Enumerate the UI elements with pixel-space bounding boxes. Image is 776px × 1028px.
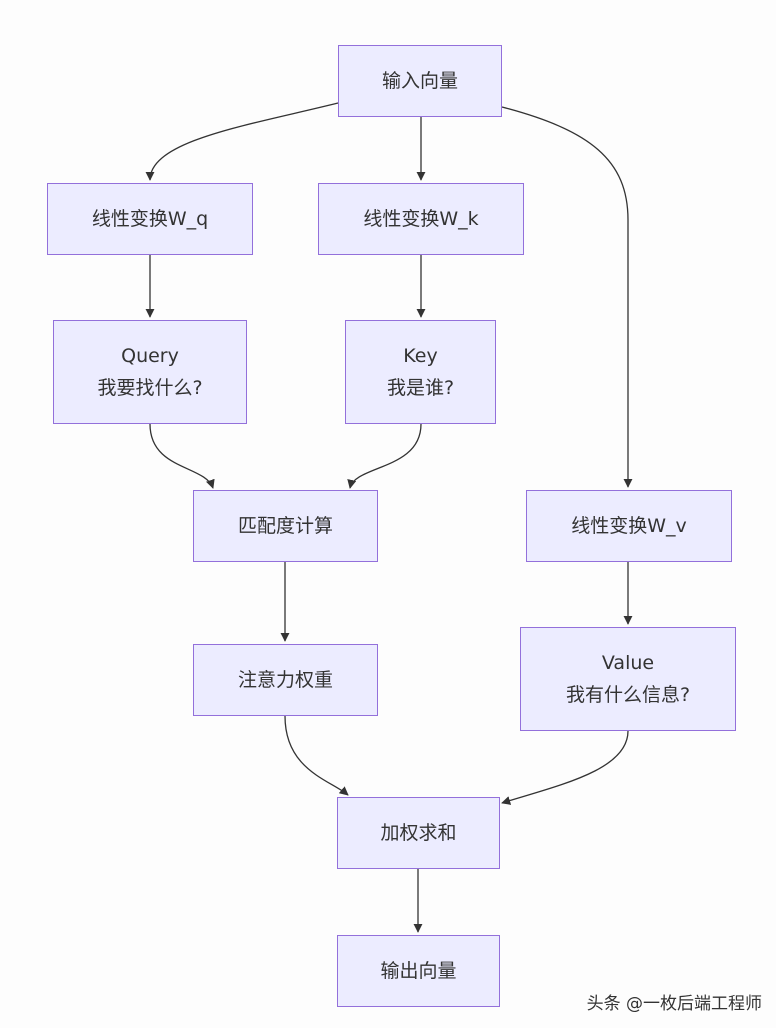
node-label: 输出向量 [380, 960, 457, 982]
node-label: Value [601, 652, 655, 674]
node-linear-transform-wk: 线性变换W_k [318, 183, 524, 255]
edge-value-sum [501, 730, 629, 805]
node-label: 线性变换W_k [363, 208, 479, 230]
node-weighted-sum: 加权求和 [337, 797, 500, 869]
watermark-text: 头条 @一枚后端工程师 [586, 994, 762, 1014]
node-label: Query [121, 345, 179, 367]
edge-input-wq [145, 102, 339, 181]
node-label: 加权求和 [380, 822, 457, 844]
node-query: Query 我要找什么? [53, 320, 247, 424]
node-input-vector: 输入向量 [338, 45, 502, 117]
edge-attn-sum [284, 715, 349, 796]
node-label: 线性变换W_q [91, 208, 209, 230]
node-linear-transform-wq: 线性变换W_q [47, 183, 253, 255]
node-match-score: 匹配度计算 [193, 490, 378, 562]
node-label: 匹配度计算 [237, 515, 333, 537]
edge-key-match [347, 423, 422, 489]
node-key: Key 我是谁? [345, 320, 496, 424]
node-attention-weights: 注意力权重 [193, 644, 378, 716]
node-label: 输入向量 [381, 70, 458, 92]
node-label: Key [403, 345, 438, 367]
node-label: 线性变换W_v [571, 515, 687, 537]
node-linear-transform-wv: 线性变换W_v [526, 490, 732, 562]
edge-query-match [149, 423, 215, 489]
node-value: Value 我有什么信息? [520, 627, 736, 731]
edge-input-wv [501, 106, 633, 488]
node-output-vector: 输出向量 [337, 935, 500, 1007]
node-sublabel: 我要找什么? [97, 377, 203, 399]
node-sublabel: 我有什么信息? [565, 684, 691, 706]
node-sublabel: 我是谁? [386, 377, 455, 399]
node-label: 注意力权重 [237, 669, 333, 691]
